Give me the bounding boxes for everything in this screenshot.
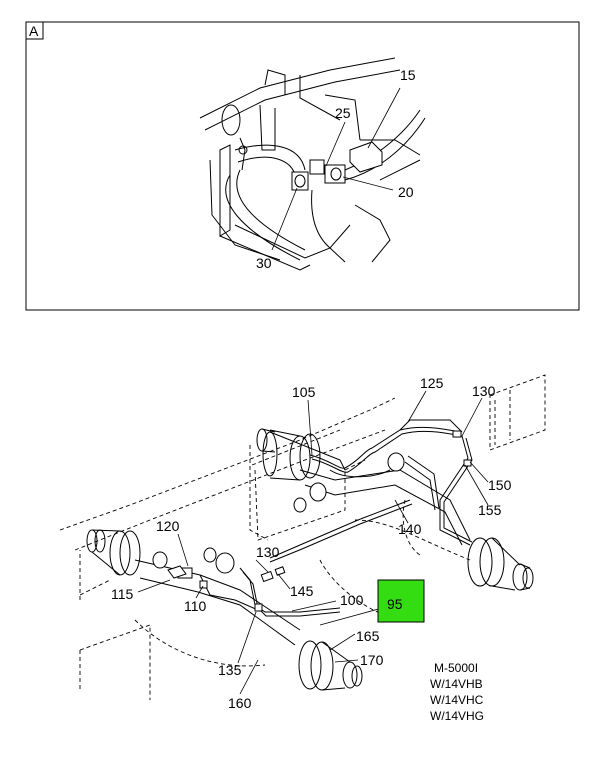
air-lines <box>199 419 473 617</box>
detail-a-label-box <box>25 21 44 40</box>
model-note-line-3: W/14VHC <box>430 693 484 707</box>
model-note: M-5000I W/14VHB W/14VHC W/14VHG <box>430 661 484 723</box>
detail-a-label: A <box>29 23 39 39</box>
highlight-box-95[interactable] <box>377 579 425 623</box>
fitting-30 <box>291 171 309 191</box>
callout-130-lower: 130 <box>256 544 280 560</box>
detail-a-frame <box>25 21 580 311</box>
detail-callout-25: 25 <box>335 105 351 121</box>
detail-a-panel: A <box>25 21 580 311</box>
callout-105: 105 <box>292 384 316 400</box>
callout-155: 155 <box>478 502 502 518</box>
hub-rear-left <box>256 428 321 481</box>
model-note-line-1: M-5000I <box>434 661 478 675</box>
callout-150: 150 <box>488 477 512 493</box>
fitting-25 <box>324 164 346 184</box>
main-assembly: 105 125 130 150 155 140 120 130 145 115 … <box>59 374 546 711</box>
detail-callout-30: 30 <box>256 255 272 271</box>
detail-a-fittings <box>238 137 383 191</box>
callout-130-upper: 130 <box>472 383 496 399</box>
callout-95[interactable]: 95 <box>387 596 403 612</box>
leader-lines <box>137 390 489 695</box>
callout-115: 115 <box>111 586 134 602</box>
detail-callout-20: 20 <box>398 184 414 200</box>
model-note-line-2: W/14VHB <box>430 677 483 691</box>
callout-110: 110 <box>184 598 207 614</box>
fitting-20 <box>309 159 325 175</box>
callout-100: 100 <box>340 592 364 608</box>
callout-165: 165 <box>356 628 380 644</box>
detail-a-frame-structure <box>199 57 421 271</box>
frame-rails <box>59 374 546 700</box>
callout-120: 120 <box>156 518 180 534</box>
valve-15 <box>349 141 383 173</box>
detail-callout-15: 15 <box>400 67 416 83</box>
callout-160: 160 <box>228 695 252 711</box>
callout-145: 145 <box>290 583 314 599</box>
callout-170: 170 <box>360 652 384 668</box>
main-fittings <box>167 430 472 612</box>
hub-rear-right <box>467 537 534 591</box>
callout-135: 135 <box>218 662 242 678</box>
callout-140: 140 <box>398 521 422 537</box>
model-note-line-4: W/14VHG <box>430 709 484 723</box>
detail-a-hoses <box>225 109 426 261</box>
hub-front-left <box>86 529 141 576</box>
callout-125: 125 <box>420 375 444 391</box>
hub-front-right <box>298 640 363 691</box>
